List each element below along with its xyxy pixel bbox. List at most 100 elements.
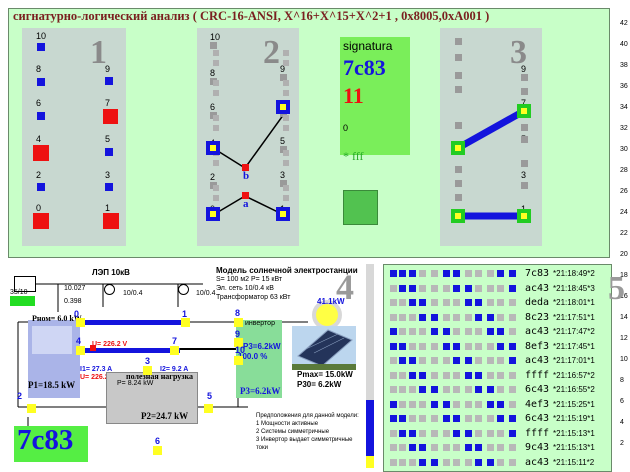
node-4[interactable] <box>76 346 85 355</box>
scale-tick: 40 <box>620 41 628 48</box>
log-cell <box>399 313 406 321</box>
log-cell <box>399 444 406 451</box>
assumptions: Предположения для данной модели: 1 Мощно… <box>256 412 359 452</box>
p2-dot <box>213 115 219 121</box>
panel-1-number: 1 <box>90 34 107 71</box>
inverter-box <box>236 320 282 398</box>
p-mid-label: P3=6.2kW <box>243 342 281 351</box>
log-row[interactable]: 8ef3*21:17:45*1 <box>385 339 625 355</box>
green-feeder-bar[interactable] <box>10 296 35 306</box>
log-row[interactable]: deda*21:18:01*1 <box>385 295 625 311</box>
log-code: 8ef3 <box>525 340 550 352</box>
node-label-5: 5 <box>207 391 213 401</box>
p2-active-node <box>206 141 220 155</box>
scale-tick: 34 <box>620 104 628 111</box>
log-cell <box>443 284 450 292</box>
log-code: ac43 <box>525 282 550 294</box>
log-cell <box>497 400 504 408</box>
log-cell <box>487 371 494 379</box>
node-3[interactable] <box>143 366 152 375</box>
pin-9 <box>105 77 113 85</box>
pin-label-4: 4 <box>36 134 42 144</box>
log-cell <box>431 357 438 364</box>
log-cell <box>409 342 416 350</box>
log-row[interactable]: 7c83*21:18:49*2 <box>385 266 625 282</box>
log-row[interactable]: ffff*21:15:13*1 <box>385 426 625 442</box>
node-8[interactable] <box>234 318 243 327</box>
log-row[interactable]: 6c43*21:15:19*1 <box>385 411 625 427</box>
log-cell <box>453 458 460 466</box>
log-cell <box>390 357 397 364</box>
log-row[interactable]: 9c43*21:15:13*1 <box>385 440 625 456</box>
log-cell <box>465 270 472 277</box>
p2-dot <box>283 125 289 131</box>
node-label-4: 4 <box>76 336 82 346</box>
log-cell <box>487 415 494 422</box>
pin-5 <box>105 148 113 156</box>
node-7[interactable] <box>170 346 179 355</box>
log-cell <box>475 284 482 292</box>
log-cell <box>399 458 406 466</box>
node-9[interactable] <box>234 338 243 347</box>
log-time: *21:15:13*1 <box>553 443 595 452</box>
scale-tick: 32 <box>620 125 628 132</box>
log-cell <box>409 444 416 451</box>
u2-label: U= 226.2 V <box>80 374 116 381</box>
assumption-2: 2 Системы симметричные <box>256 429 330 435</box>
vertical-gauge <box>366 264 374 468</box>
log-cell <box>465 328 472 335</box>
p3-dot <box>521 74 528 81</box>
log-cell <box>497 313 504 321</box>
log-cell <box>409 284 416 292</box>
log-code: ffff <box>525 369 550 381</box>
log-time: *21:15:25*1 <box>553 399 595 409</box>
node-1[interactable] <box>181 318 190 327</box>
log-cell <box>399 400 406 408</box>
log-row[interactable]: 6c43*21:16:55*2 <box>385 382 625 398</box>
log-row[interactable]: ac43*21:17:47*2 <box>385 324 625 340</box>
log-cell <box>390 299 397 306</box>
log-cell <box>487 458 494 466</box>
log-cell <box>453 415 460 422</box>
log-cell <box>419 415 426 422</box>
log-row[interactable]: ac43*21:15:11*2 <box>385 455 625 471</box>
node-10[interactable] <box>234 356 243 365</box>
log-cell <box>509 313 516 321</box>
p3-pin-label: 7 <box>521 98 527 108</box>
log-cell <box>509 371 516 379</box>
status-indicator[interactable] <box>343 190 378 225</box>
log-cell <box>419 270 426 277</box>
p2-dot <box>213 185 219 191</box>
log-cell <box>390 415 397 422</box>
log-row[interactable]: ffff*21:16:57*2 <box>385 368 625 384</box>
node-2[interactable] <box>27 404 36 413</box>
node-6[interactable] <box>153 446 162 455</box>
log-row[interactable]: 8c23*21:17:51*1 <box>385 310 625 326</box>
log-cell <box>390 429 397 437</box>
p2-pin-label: 2 <box>210 172 216 182</box>
node-5[interactable] <box>204 404 213 413</box>
scale-tick: 8 <box>620 377 624 384</box>
log-row[interactable]: ac43*21:18:45*3 <box>385 281 625 297</box>
log-code: 7c83 <box>525 268 550 279</box>
log-cell <box>390 270 397 277</box>
p3-dot <box>455 38 462 45</box>
sun-value: 41.1kW <box>317 297 345 306</box>
node-label-1: 1 <box>182 309 188 319</box>
log-cell <box>487 284 494 292</box>
log-row[interactable]: 4ef3*21:15:25*1 <box>385 397 625 413</box>
p3-dot <box>521 182 528 189</box>
p2-dot <box>283 160 289 166</box>
log-cell <box>509 299 516 306</box>
log-code: ac43 <box>525 355 550 366</box>
scale-tick: 36 <box>620 83 628 90</box>
log-cell <box>399 386 406 393</box>
p2-dot <box>213 125 219 131</box>
log-cell <box>509 342 516 350</box>
log-cell <box>497 444 504 451</box>
node-0[interactable] <box>76 318 85 327</box>
p2-active-node <box>276 207 290 221</box>
model-line-1: S= 100 м2 P= 15 кВт <box>216 276 283 283</box>
log-row[interactable]: ac43*21:17:01*1 <box>385 353 625 369</box>
pin-8 <box>37 78 45 86</box>
